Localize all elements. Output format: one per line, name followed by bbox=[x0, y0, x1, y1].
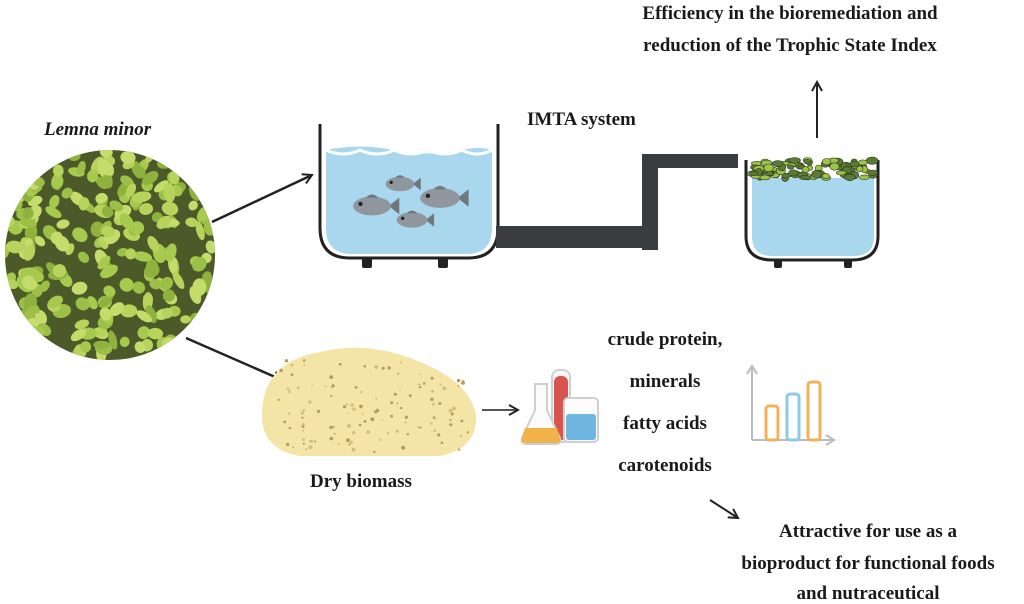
fish-icon bbox=[420, 185, 469, 208]
outcome-line: and nutraceutical bbox=[796, 583, 940, 604]
fish-icon bbox=[353, 194, 400, 216]
duckweed-tank bbox=[744, 156, 880, 268]
efficiency-text: Efficiency in the bioremediation and red… bbox=[600, 2, 980, 58]
nutrient-item: fatty acids bbox=[623, 413, 707, 434]
arrow-to-outcome bbox=[709, 499, 738, 518]
lemna-photo bbox=[5, 150, 215, 360]
connecting-pipe bbox=[496, 154, 738, 250]
nutrient-item: minerals bbox=[629, 371, 701, 392]
bar-chart-icon bbox=[746, 364, 836, 446]
outcome-line: Attractive for use as a bbox=[779, 521, 957, 542]
efficiency-line: reduction of the Trophic State Index bbox=[643, 35, 937, 56]
fish-icon bbox=[396, 210, 435, 228]
nutrient-item: carotenoids bbox=[618, 455, 712, 476]
fish-icon bbox=[385, 175, 421, 192]
lemna-label: Lemna minor bbox=[44, 119, 152, 140]
biomass-pile bbox=[262, 347, 477, 456]
fish-tank bbox=[318, 124, 500, 268]
outcome-line: bioproduct for functional foods bbox=[741, 553, 995, 574]
efficiency-line: Efficiency in the bioremediation and bbox=[642, 3, 938, 24]
arrow-to-tank bbox=[211, 175, 312, 224]
flask-icon bbox=[520, 369, 599, 445]
arrow-to-biomass bbox=[185, 336, 282, 380]
imta-label: IMTA system bbox=[527, 109, 636, 130]
biomass-label: Dry biomass bbox=[310, 471, 412, 492]
nutrient-item: crude protein, bbox=[607, 329, 723, 350]
outcome-text: Attractive for use as a bioproduct for f… bbox=[712, 520, 1024, 604]
